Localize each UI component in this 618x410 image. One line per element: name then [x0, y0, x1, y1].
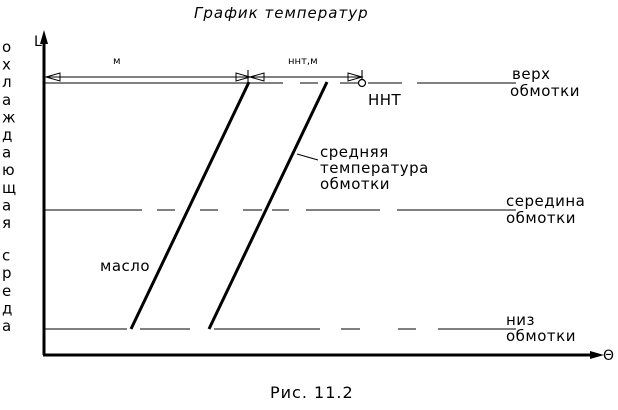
vertical-label-letter: я	[2, 214, 11, 232]
level-middle-label-line1: середина	[506, 192, 585, 210]
vertical-label-letter: е	[2, 282, 11, 300]
vertical-label-letter: с	[2, 247, 10, 265]
vertical-label-letter: л	[2, 73, 12, 91]
vertical-label-letter: х	[2, 56, 11, 74]
x-axis-label: Θ	[603, 348, 614, 364]
figure-caption: Рис. 11.2	[270, 383, 354, 402]
y-axis-label: L	[34, 34, 42, 50]
diagram-title: График температур	[194, 4, 369, 22]
oil-curve-label: масло	[100, 257, 150, 275]
winding-curve-label-line3: обмотки	[320, 175, 390, 193]
level-top-label-line2: обмотки	[510, 82, 580, 100]
hotspot-point	[357, 78, 367, 88]
dimension-arrow-left	[44, 72, 61, 82]
winding-curve-leader	[296, 153, 319, 161]
vertical-label-letter: о	[2, 38, 11, 56]
hotspot-label: ННТ	[368, 91, 402, 109]
oil-temperature-line	[129, 81, 251, 330]
vertical-label-letter: а	[2, 196, 11, 214]
vertical-label-letter: щ	[2, 179, 16, 197]
vertical-label-letter: ж	[2, 108, 16, 126]
x-axis-arrowhead	[590, 351, 604, 359]
vertical-label-letter: а	[2, 91, 11, 109]
dimension-label-oil: м	[113, 56, 121, 67]
winding-curve-label-line2: температура	[320, 159, 429, 177]
dimension-arrow-oil-right	[235, 72, 252, 82]
dimension-label-winding: ннт,м	[288, 56, 318, 67]
vertical-label-letter: а	[2, 144, 11, 162]
vertical-label-letter: ю	[2, 161, 15, 179]
vertical-label-letter: д	[2, 299, 12, 317]
level-top-label-line1: верх	[512, 65, 550, 83]
dimension-arrow-winding-left	[248, 72, 265, 82]
level-middle-label-line2: обмотки	[506, 209, 576, 227]
y-axis-arrowhead	[40, 30, 48, 44]
vertical-label-letter: а	[2, 317, 11, 335]
level-bottom-label-line2: обмотки	[506, 327, 576, 345]
vertical-label-letter: р	[2, 264, 12, 282]
winding-average-temperature-line	[207, 81, 329, 330]
vertical-label-letter: д	[2, 126, 12, 144]
winding-curve-label-line1: средняя	[320, 143, 389, 161]
dimension-arrow-winding-right	[347, 72, 364, 82]
level-bottom-label-line1: низ	[506, 311, 535, 329]
